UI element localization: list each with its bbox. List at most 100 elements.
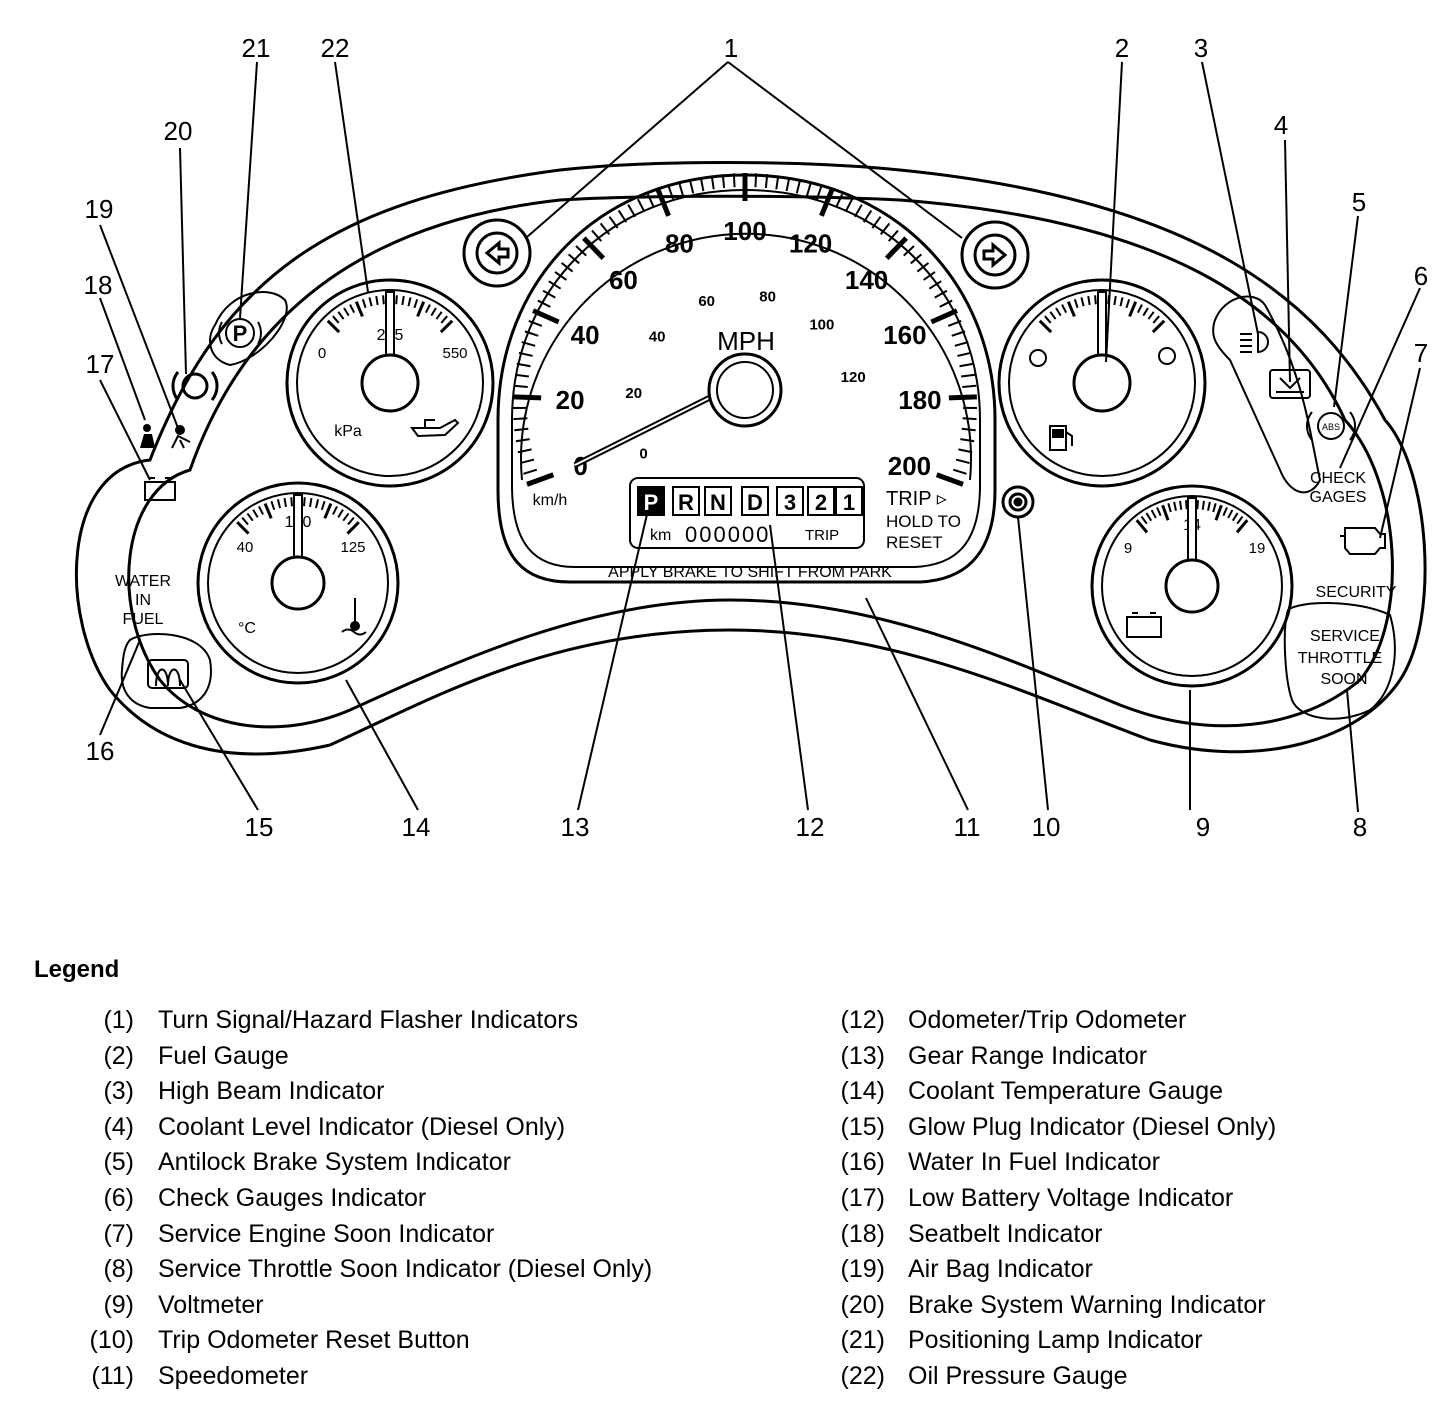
callout-6: 6 xyxy=(1414,261,1428,291)
gauge-tick xyxy=(1140,515,1148,525)
coolant-temperature-gauge: 40 100 125 °C xyxy=(196,481,400,685)
gauge-tick xyxy=(315,499,320,509)
speedometer-tick xyxy=(923,271,936,281)
speedometer-tick xyxy=(537,299,551,308)
left-lower-pod xyxy=(120,633,212,709)
speedometer-tick xyxy=(567,253,580,265)
legend-item-number: (16) xyxy=(840,1148,885,1177)
speedometer-tick xyxy=(951,330,966,337)
oil-gauge-min: 0 xyxy=(318,345,326,362)
legend-item-text: Odometer/Trip Odometer xyxy=(908,1006,1187,1034)
speedometer-housing xyxy=(496,173,997,584)
gauge-tick xyxy=(375,295,379,306)
kmh-tick-label: 60 xyxy=(698,293,715,310)
gauge-tick xyxy=(1038,319,1053,334)
callout-numbers: 1 2 3 4 5 6 7 8 9 10 11 12 13 14 15 16 1… xyxy=(84,33,1429,842)
legend-item-number: (21) xyxy=(840,1326,885,1355)
kmh-tick-label: 120 xyxy=(841,369,866,386)
gauge-tick xyxy=(401,295,405,306)
gauge-tick xyxy=(361,298,367,309)
oil-pressure-gauge: 0 275 550 kPa xyxy=(285,278,495,488)
speedometer-tick xyxy=(617,209,628,223)
speedometer-tick xyxy=(721,173,726,189)
speedometer-tick xyxy=(732,173,736,188)
gear-letter: D xyxy=(747,490,763,515)
abs-label: ABS xyxy=(1322,422,1340,432)
gauge-tick xyxy=(337,509,344,518)
cluster-bezel-inner xyxy=(127,194,1394,729)
gauge-tick xyxy=(1185,500,1188,510)
gauge-tick xyxy=(1161,504,1170,521)
legend-item-text: Low Battery Voltage Indicator xyxy=(908,1184,1234,1212)
gauge-tick xyxy=(1145,512,1153,522)
gauge-tick xyxy=(1231,512,1239,522)
gauge-tick xyxy=(424,304,431,314)
gear-box xyxy=(704,486,732,516)
speedometer-tick xyxy=(785,177,791,192)
callout-19: 19 xyxy=(85,194,114,224)
speedometer-tick xyxy=(528,319,543,327)
speedometer-tick xyxy=(939,299,953,308)
security-label: SECURITY xyxy=(1316,584,1397,601)
legend-item-number: (20) xyxy=(840,1290,885,1319)
speedometer-tick xyxy=(764,173,769,189)
speedometer-hub xyxy=(707,352,783,428)
gear-box xyxy=(672,486,700,516)
callout-17: 17 xyxy=(86,349,115,379)
service-pod xyxy=(1283,602,1396,720)
gauge-tick xyxy=(395,295,398,305)
gauge-tick xyxy=(1150,509,1157,519)
legend-item-number: (13) xyxy=(840,1041,885,1070)
speedometer-tick xyxy=(542,289,556,299)
gauge-tick xyxy=(1061,304,1068,314)
callout-18: 18 xyxy=(84,270,113,300)
legend-item-text: Coolant Temperature Gauge xyxy=(908,1077,1224,1106)
gauge-tick xyxy=(1151,319,1166,334)
speedometer-tick xyxy=(879,222,891,236)
gauge-tick xyxy=(346,521,360,535)
speedometer-tick xyxy=(916,262,930,273)
speedometer-tick xyxy=(518,351,533,357)
gauge-tick xyxy=(1044,315,1052,324)
gauge-tick xyxy=(1087,295,1091,306)
callout-1: 1 xyxy=(724,33,738,63)
legend-item-number: (12) xyxy=(840,1006,885,1034)
air-bag-icon xyxy=(171,425,191,449)
gauge-tick xyxy=(270,500,276,511)
speedometer-tick xyxy=(887,229,899,242)
legend-item-text: Speedometer xyxy=(158,1362,309,1390)
gauge-tick xyxy=(1179,500,1183,510)
check-gages-line1: CHECK xyxy=(1310,470,1366,487)
speedometer-tick xyxy=(710,175,715,190)
callout-11: 11 xyxy=(954,812,981,842)
check-gages-line2: GAGES xyxy=(1310,489,1367,506)
mph-tick-label: 160 xyxy=(883,320,926,350)
speedometer-tick xyxy=(526,472,555,487)
speedometer-tick xyxy=(959,362,974,368)
speedometer-tick xyxy=(520,458,535,465)
gear-letter: 2 xyxy=(815,490,827,515)
speedometer-tick xyxy=(513,384,528,388)
gauge-tick xyxy=(263,502,273,519)
speedometer-tick xyxy=(548,280,562,290)
gauge-tick xyxy=(1049,311,1057,320)
gear-box xyxy=(741,486,769,516)
callout-21: 21 xyxy=(242,33,271,63)
legend-item-number: (6) xyxy=(103,1184,134,1212)
legend-item-text: Positioning Lamp Indicator xyxy=(908,1326,1203,1355)
legend-item-number: (8) xyxy=(103,1255,134,1284)
speedometer-tick xyxy=(952,468,967,475)
gauge-tick xyxy=(1222,507,1228,517)
speedometer-tick xyxy=(513,417,528,421)
kmh-unit-label: km/h xyxy=(533,492,568,509)
gear-letter: P xyxy=(644,490,659,515)
gauge-tick xyxy=(258,505,264,515)
legend-item-text: Service Throttle Soon Indicator (Diesel … xyxy=(158,1255,653,1284)
turn-signal-right-icon xyxy=(960,220,1030,290)
gauge-tick xyxy=(332,315,340,324)
positioning-lamp-letter: P xyxy=(233,321,248,346)
speedometer-tick xyxy=(871,216,882,229)
trip-reset-button[interactable] xyxy=(1001,485,1035,519)
